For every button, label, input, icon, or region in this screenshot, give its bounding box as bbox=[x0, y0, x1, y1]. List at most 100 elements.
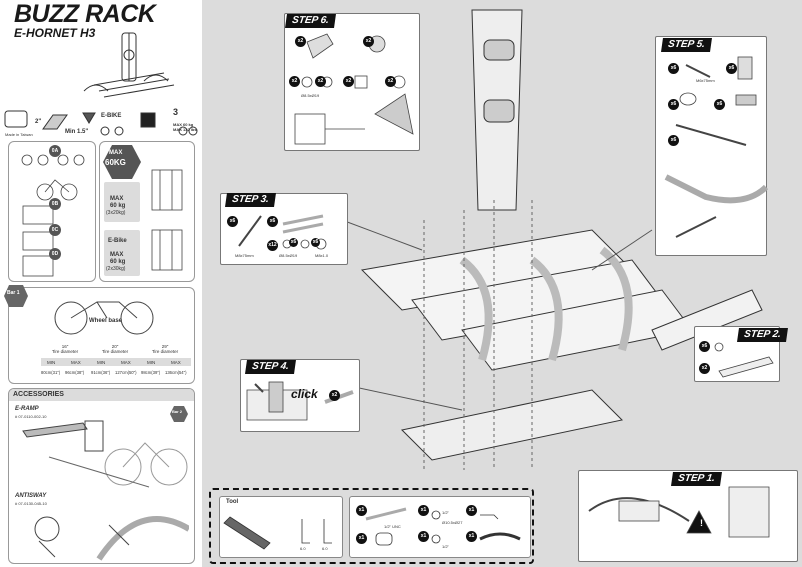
step-1-illustration bbox=[588, 486, 770, 538]
qty-badge: x2 bbox=[289, 76, 300, 87]
rack-loading-illustration bbox=[151, 169, 183, 271]
max-weight-kg-text: MAX 60 kg bbox=[173, 122, 194, 127]
ebike-label: E-Bike bbox=[108, 238, 127, 244]
qty-badge: x1 bbox=[418, 505, 429, 516]
ebike-max-value: 60 kg bbox=[110, 259, 126, 265]
qty-badge: x6 bbox=[668, 99, 679, 110]
warning-icon: ! bbox=[700, 518, 703, 528]
bike-count-text: 3 bbox=[173, 107, 179, 117]
hitch-size-text: 2" bbox=[35, 119, 42, 125]
accessories-panel: ACCESSORIES E-RAMP # 07-0110-002-10 Bar … bbox=[8, 388, 195, 564]
qty-badge: x6 bbox=[668, 135, 679, 146]
spec-strip: 2" Min 1.5" E-BIKE Made in Taiwan 3 MAX … bbox=[3, 107, 199, 139]
wheelbase-badge-text: Bar 1 bbox=[7, 290, 20, 296]
bolt-size-label: 1/2" UNC bbox=[384, 524, 401, 529]
accessories-title: ACCESSORIES bbox=[13, 391, 64, 398]
qty-badge: x2 bbox=[699, 363, 710, 374]
minmax-cell: MAX bbox=[121, 360, 131, 365]
wheelbase-title: Wheel base bbox=[89, 318, 123, 324]
wheelbase-table: 16" Tire diameter 20" Tire diameter 29" … bbox=[41, 344, 191, 382]
qty-badge: x6 bbox=[227, 216, 238, 227]
step-badge-0c: 0C bbox=[49, 224, 61, 236]
tool-label: Tool bbox=[226, 499, 239, 505]
step-1-callout: ! bbox=[578, 470, 798, 562]
hardware-kit-box: Tool 6.0 6.0 x1 bbox=[209, 488, 534, 564]
qty-badge: x12 bbox=[267, 240, 278, 251]
wheelbase-panel: Bar 1 Wheel base 16" Tire diameter 20" T… bbox=[4, 285, 195, 384]
step-3-parts-illustration bbox=[238, 214, 327, 250]
wheelbase-value: 91cm(36") bbox=[91, 370, 111, 375]
spec-icons bbox=[4, 110, 198, 136]
hex-key-label: 6.0 bbox=[322, 546, 328, 551]
loading-steps-panel: 0A 0B 0C 0D bbox=[8, 141, 96, 282]
qty-badge: x2 bbox=[363, 36, 374, 47]
qty-badge: x2 bbox=[385, 76, 396, 87]
made-in-text: Made in Taiwan bbox=[5, 132, 33, 137]
step-6-label: STEP 6. bbox=[285, 14, 336, 28]
left-info-panel: BUZZ RACK E-HORNET H3 2" Min 1.5" E-BIKE… bbox=[0, 0, 202, 567]
wrench-and-hex-keys-illustration bbox=[223, 516, 332, 550]
antisway-illustration bbox=[34, 516, 189, 561]
model-name: E-HORNET H3 bbox=[14, 26, 96, 40]
brand-logo-text: BUZZ RACK bbox=[14, 0, 156, 28]
qty-badge: x6 bbox=[668, 63, 679, 74]
step-5-part-label: M6x75mm bbox=[696, 78, 715, 83]
ebike-limit-box: E-Bike MAX 60 kg (2x30kg) bbox=[104, 230, 140, 276]
minmax-cell: MIN bbox=[147, 360, 156, 365]
max-badge-line2: 60KG bbox=[105, 158, 126, 167]
accessories-header bbox=[9, 389, 194, 401]
step-badge-0a: 0A bbox=[49, 145, 61, 157]
accessory-1-badge: Bar 2 bbox=[172, 409, 183, 414]
qty-badge: x6 bbox=[699, 341, 710, 352]
qty-badge: x6 bbox=[267, 216, 278, 227]
ebike-badge-text: E-BIKE bbox=[101, 113, 122, 119]
bar-badge-hex-icon bbox=[170, 406, 188, 422]
step-4-label: STEP 4. bbox=[245, 360, 296, 374]
step-5-parts-illustration bbox=[664, 56, 768, 238]
step-6-callout: x2 x2 x2 x2 x2 x2 Ø8.5xØ19 bbox=[284, 13, 420, 151]
wheelbase-value: 96cm(38") bbox=[65, 370, 85, 375]
step-3-label-nut: M8x1.0 bbox=[315, 253, 329, 258]
weight-limits-panel: MAX 60KG MAX 60 kg (3x20kg) E-Bike MAX 6… bbox=[99, 141, 195, 282]
qty-badge: x1 bbox=[466, 505, 477, 516]
bike-wheelbase-illustration bbox=[54, 301, 154, 335]
tire-col-20: 20" Tire diameter bbox=[101, 344, 129, 354]
wheelbase-value: 80cm(31") bbox=[41, 370, 61, 375]
click-text: click bbox=[291, 387, 318, 401]
hardware-parts-panel: x1 x1 x1 x1 x1 x1 1/2" UNC Ø10.5xØ27 1/2… bbox=[349, 496, 531, 558]
minmax-cell: MIN bbox=[97, 360, 106, 365]
accessory-2-code: # 07-0130-045-10 bbox=[15, 501, 47, 506]
step-badge-0b: 0B bbox=[49, 198, 61, 210]
bar-badge-hex-icon bbox=[4, 285, 28, 307]
qty-badge: x1 bbox=[418, 531, 429, 542]
e-ramp-illustration bbox=[22, 420, 188, 488]
accessory-1-code: # 07-0110-002-10 bbox=[15, 414, 47, 419]
product-thumbnail bbox=[83, 32, 175, 98]
step-5-label: STEP 5. bbox=[661, 38, 712, 52]
nut-size-label: 1/2" bbox=[442, 510, 449, 515]
minmax-cell: MAX bbox=[71, 360, 81, 365]
ebike-max-label: MAX bbox=[110, 252, 124, 258]
step-3-label-bolt: M8x75mm bbox=[235, 253, 254, 258]
step-3-label: STEP 3. bbox=[225, 193, 276, 207]
qty-badge: x1 bbox=[356, 533, 367, 544]
bike-max-split: (3x20kg) bbox=[106, 210, 126, 216]
step-6-part-label: Ø8.5xØ19 bbox=[301, 93, 320, 98]
step-3-label-washer: Ø8.5xØ19 bbox=[279, 253, 298, 258]
step-2-parts-illustration bbox=[714, 342, 774, 378]
qty-badge: x6 bbox=[726, 63, 737, 74]
tire-col-16: 16" Tire diameter bbox=[51, 344, 79, 354]
step-2-callout: x6 x2 bbox=[694, 326, 780, 382]
qty-badge: x6 bbox=[311, 238, 320, 247]
max-badge-line1: MAX bbox=[109, 150, 123, 156]
hex-key-label: 6.0 bbox=[300, 546, 306, 551]
wheelbase-value: 136cm(54") bbox=[165, 370, 187, 375]
min-hitch-text: Min 1.5" bbox=[65, 129, 89, 135]
qty-badge: x2 bbox=[329, 390, 340, 401]
qty-badge: x6 bbox=[289, 238, 298, 247]
accessory-1-name: E-RAMP bbox=[15, 406, 39, 412]
minmax-cell: MAX bbox=[171, 360, 181, 365]
tire-col-29: 29" Tire diameter bbox=[151, 344, 179, 354]
max-weight-lbs-text: MAX 132 lbs bbox=[173, 127, 197, 132]
ebike-max-split: (2x30kg) bbox=[106, 266, 126, 272]
